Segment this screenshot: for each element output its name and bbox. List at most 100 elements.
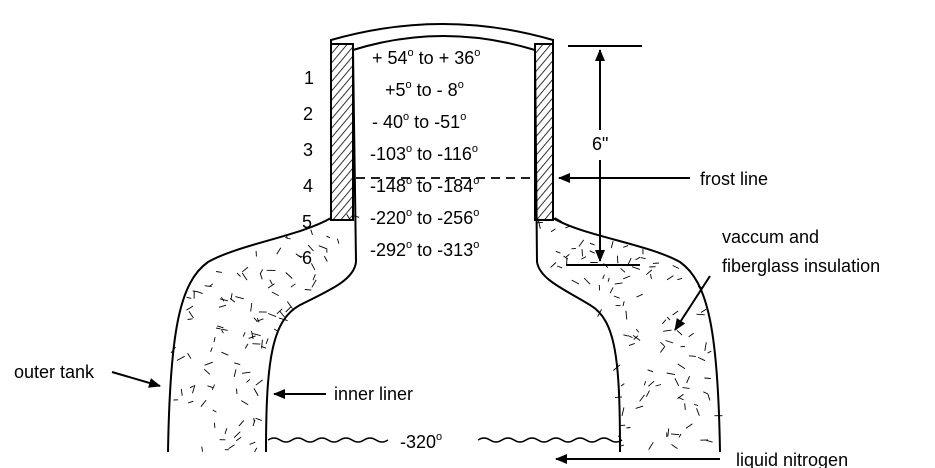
fiberglass-speck <box>614 282 623 285</box>
fiberglass-speck <box>192 290 198 293</box>
fiberglass-speck <box>684 403 686 410</box>
outer-tank-right-wall <box>552 217 721 453</box>
fiberglass-speck <box>221 328 228 331</box>
fiberglass-speck <box>197 291 203 295</box>
fiberglass-speck <box>609 287 614 294</box>
fiberglass-speck <box>647 369 654 373</box>
bottom-temperature: -320o <box>400 431 442 452</box>
fiberglass-speck <box>648 380 655 387</box>
fiberglass-speck <box>660 345 666 353</box>
fiberglass-speck <box>694 403 699 406</box>
fiberglass-speck <box>221 351 229 356</box>
inner-liner-left-wall <box>265 261 357 453</box>
insulation-arrow <box>674 275 711 331</box>
fiberglass-speck <box>666 316 671 321</box>
liquid-surface-right <box>477 437 623 443</box>
fiberglass-speck <box>276 247 282 255</box>
fiberglass-speck <box>550 228 556 233</box>
fiberglass-speck <box>672 310 679 316</box>
fiberglass-speck <box>646 269 653 276</box>
fiberglass-speck <box>213 422 216 428</box>
fiberglass-speck <box>627 335 633 339</box>
liquid-surface-left <box>267 437 389 443</box>
frost-line-label: frost line <box>700 169 768 189</box>
fiberglass-speck <box>201 446 204 452</box>
fiberglass-speck <box>204 361 213 366</box>
insulation-label-1: vaccum and <box>722 227 819 247</box>
fiberglass-speck <box>648 442 654 450</box>
insulation-left <box>168 214 356 452</box>
fiberglass-speck <box>589 250 595 254</box>
fiberglass-speck <box>610 240 614 249</box>
fiberglass-speck <box>556 265 563 269</box>
fiberglass-speck <box>224 428 228 435</box>
fiberglass-speck <box>234 362 241 366</box>
fiberglass-speck <box>212 409 217 413</box>
fiberglass-speck <box>688 332 694 338</box>
fiberglass-speck <box>680 345 686 348</box>
insulation-label-2: fiberglass insulation <box>722 256 880 276</box>
fiberglass-speck <box>236 272 241 277</box>
fiberglass-speck <box>255 417 262 421</box>
fiberglass-speck <box>192 384 196 394</box>
fiberglass-speck <box>623 275 631 280</box>
fiberglass-speck <box>189 385 194 389</box>
fiberglass-speck <box>180 388 183 396</box>
fiberglass-speck <box>236 388 238 394</box>
fiberglass-speck <box>602 274 605 280</box>
zone-number: 1 <box>304 68 314 88</box>
temperature-range: -148o to -184o <box>370 175 479 196</box>
fiberglass-speck <box>555 250 561 254</box>
fiberglass-speck <box>238 420 245 427</box>
fiberglass-speck <box>626 427 631 429</box>
fiberglass-speck <box>220 329 224 334</box>
fiberglass-speck <box>249 441 256 445</box>
fiberglass-speck <box>660 341 665 347</box>
fiberglass-speck <box>253 388 259 397</box>
fiberglass-speck <box>620 267 626 273</box>
fiberglass-speck <box>678 396 684 401</box>
fiberglass-speck <box>285 306 292 313</box>
fiberglass-speck <box>707 393 711 401</box>
fiberglass-speck <box>676 330 683 336</box>
fiberglass-speck <box>631 266 641 270</box>
fiberglass-speck <box>632 335 641 341</box>
fiberglass-speck <box>336 238 340 244</box>
fiberglass-speck <box>311 263 316 271</box>
fiberglass-speck <box>233 369 237 378</box>
zone-number: 2 <box>303 104 313 124</box>
fiberglass-speck <box>210 347 213 352</box>
inner-liner-right-wall <box>536 261 621 453</box>
fiberglass-speck <box>246 379 251 383</box>
fiberglass-speck <box>704 377 711 379</box>
fiberglass-speck <box>252 333 261 337</box>
fiberglass-speck <box>578 239 585 247</box>
fiberglass-speck <box>635 405 644 409</box>
fiberglass-speck <box>268 313 277 318</box>
outer-tank-label: outer tank <box>14 362 95 382</box>
inner-liner-label: inner liner <box>334 384 413 404</box>
fiberglass-speck <box>640 257 646 260</box>
height-label: 6" <box>592 134 608 154</box>
fiberglass-speck <box>241 272 248 281</box>
fiberglass-speck <box>216 327 221 330</box>
fiberglass-speck <box>187 352 192 359</box>
fiberglass-speck <box>285 272 293 279</box>
fiberglass-speck <box>565 253 570 258</box>
fiberglass-speck <box>672 265 680 269</box>
fiberglass-speck <box>304 289 312 291</box>
fiberglass-speck <box>233 431 241 439</box>
fiberglass-speck <box>635 256 641 261</box>
fiberglass-speck <box>248 335 256 339</box>
fiberglass-speck <box>671 444 678 449</box>
outer-tank-left-wall <box>167 217 332 453</box>
fiberglass-speck <box>286 301 293 309</box>
fiberglass-speck <box>176 355 185 361</box>
fiberglass-speck <box>187 318 193 320</box>
fiberglass-speck <box>242 371 251 374</box>
fiberglass-speck <box>244 343 249 349</box>
fiberglass-speck <box>685 423 693 429</box>
fiberglass-speck <box>686 375 691 384</box>
fiberglass-speck <box>217 325 224 329</box>
temperature-range: + 54o to + 36o <box>372 47 480 68</box>
